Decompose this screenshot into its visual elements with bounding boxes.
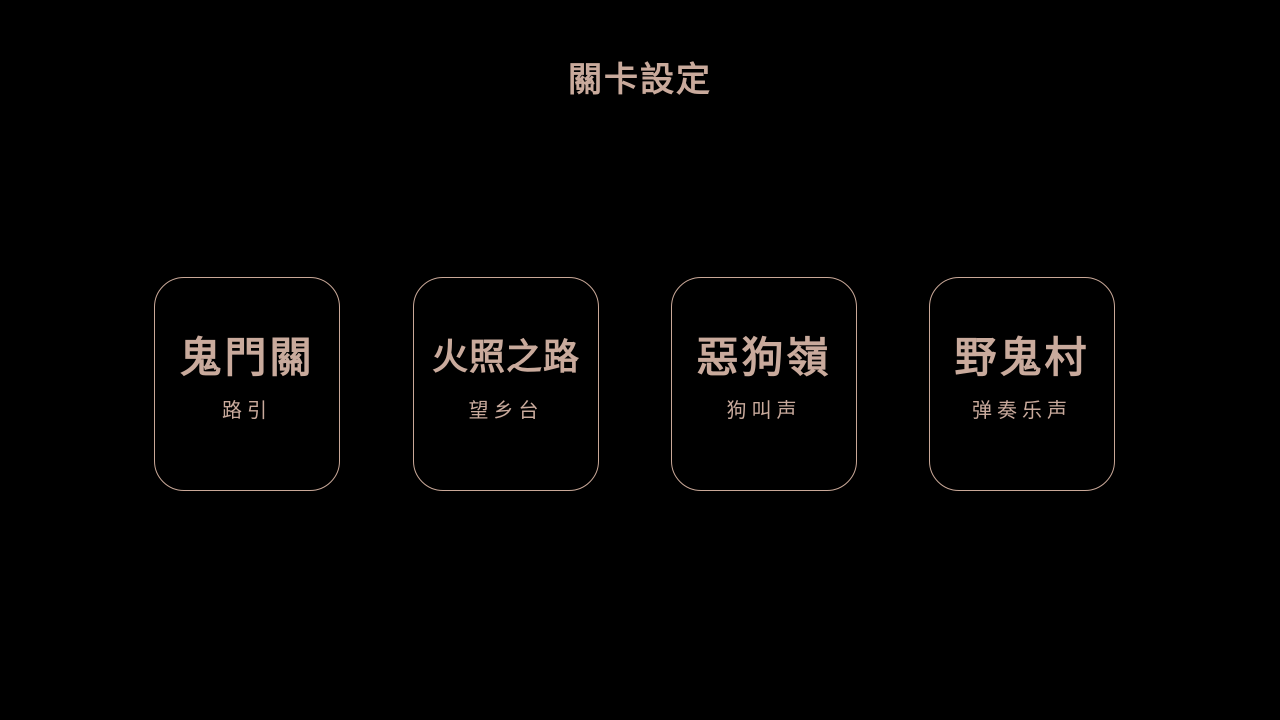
level-card-3[interactable]: 惡狗嶺 狗叫声	[671, 277, 857, 491]
level-card-subtitle: 望乡台	[468, 398, 544, 422]
level-card-subtitle: 路引	[222, 398, 272, 422]
level-card-list: 鬼門關 路引 火照之路 望乡台 惡狗嶺 狗叫声 野鬼村 弹奏乐声	[154, 277, 1118, 494]
level-card-subtitle: 狗叫声	[726, 398, 802, 422]
level-card-1[interactable]: 鬼門關 路引	[154, 277, 340, 491]
level-card-title: 鬼門關	[179, 333, 315, 382]
level-card-title: 野鬼村	[954, 333, 1090, 382]
level-card-title: 火照之路	[431, 336, 580, 378]
level-card-title: 惡狗嶺	[696, 333, 832, 382]
page-title: 關卡設定	[568, 60, 712, 100]
level-card-4[interactable]: 野鬼村 弹奏乐声	[929, 277, 1115, 491]
level-card-subtitle: 弹奏乐声	[972, 398, 1072, 422]
level-card-2[interactable]: 火照之路 望乡台	[413, 277, 599, 491]
